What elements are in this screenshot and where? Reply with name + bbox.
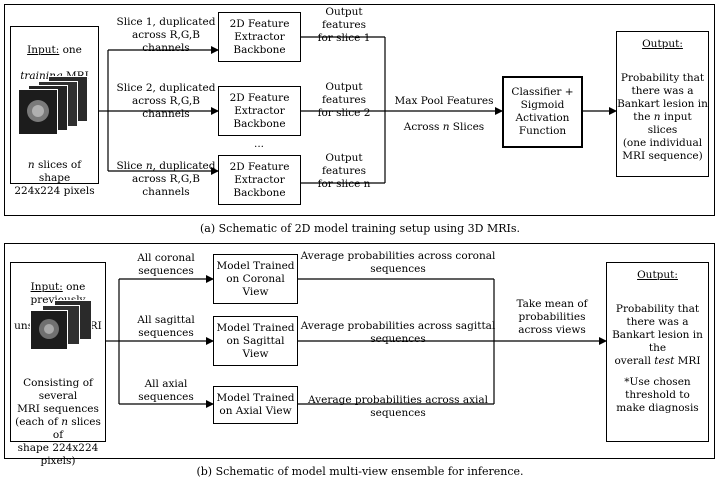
feature-extractor-box-1: 2D Feature Extractor Backbone [218, 12, 301, 62]
bottom-panel-frame [4, 243, 715, 459]
sagittal-model-box: Model Trained on Sagittal View [213, 316, 298, 366]
training-output-box: Output: Probability that there was a Ban… [616, 31, 709, 177]
max-pool-label: Max Pool Features Across n Slices [394, 95, 494, 133]
inference-output-box: Output: Probability that there was a Ban… [606, 262, 709, 442]
sagittal-average-label: Average probabilities across sagittal se… [300, 320, 496, 345]
slice-n-label: Slice n, duplicated across R,G,B channel… [116, 160, 216, 198]
classifier-box: Classifier + Sigmoid Activation Function [502, 76, 583, 148]
training-input-footer: n slices of shape 224x224 pixels [14, 159, 95, 197]
axial-average-label: Average probabilities across axial seque… [308, 394, 488, 419]
mri-slice-stack-image [18, 76, 90, 135]
slice-2-label: Slice 2, duplicated across R,G,B channel… [116, 82, 216, 120]
output-features-1: Output features for slice 1 [317, 6, 371, 44]
feature-extractor-box-n: 2D Feature Extractor Backbone [218, 155, 301, 205]
coronal-model-box: Model Trained on Coronal View [213, 254, 298, 304]
sagittal-sequences-label: All sagittal sequences [137, 314, 195, 339]
test-input-footer: Consisting of several MRI sequences (eac… [15, 377, 101, 467]
output-features-2: Output features for slice 2 [317, 81, 371, 119]
mri-sequences-stack-image [30, 300, 92, 350]
caption-a: (a) Schematic of 2D model training setup… [199, 222, 521, 235]
feature-extractor-box-2: 2D Feature Extractor Backbone [218, 86, 301, 136]
caption-b: (b) Schematic of model multi-view ensemb… [196, 465, 524, 478]
slice-1-label: Slice 1, duplicated across R,G,B channel… [116, 16, 216, 54]
ellipsis: ... [253, 138, 264, 150]
training-input-box [10, 26, 99, 184]
axial-model-box: Model Trained on Axial View [213, 386, 298, 424]
mean-across-views-label: Take mean of probabilities across views [516, 298, 588, 336]
axial-sequences-label: All axial sequences [138, 378, 194, 403]
output-features-n: Output features for slice n [317, 152, 371, 190]
coronal-sequences-label: All coronal sequences [137, 252, 195, 277]
coronal-average-label: Average probabilities across coronal seq… [300, 250, 496, 275]
test-input-box [10, 262, 106, 442]
top-panel-frame [4, 4, 715, 216]
